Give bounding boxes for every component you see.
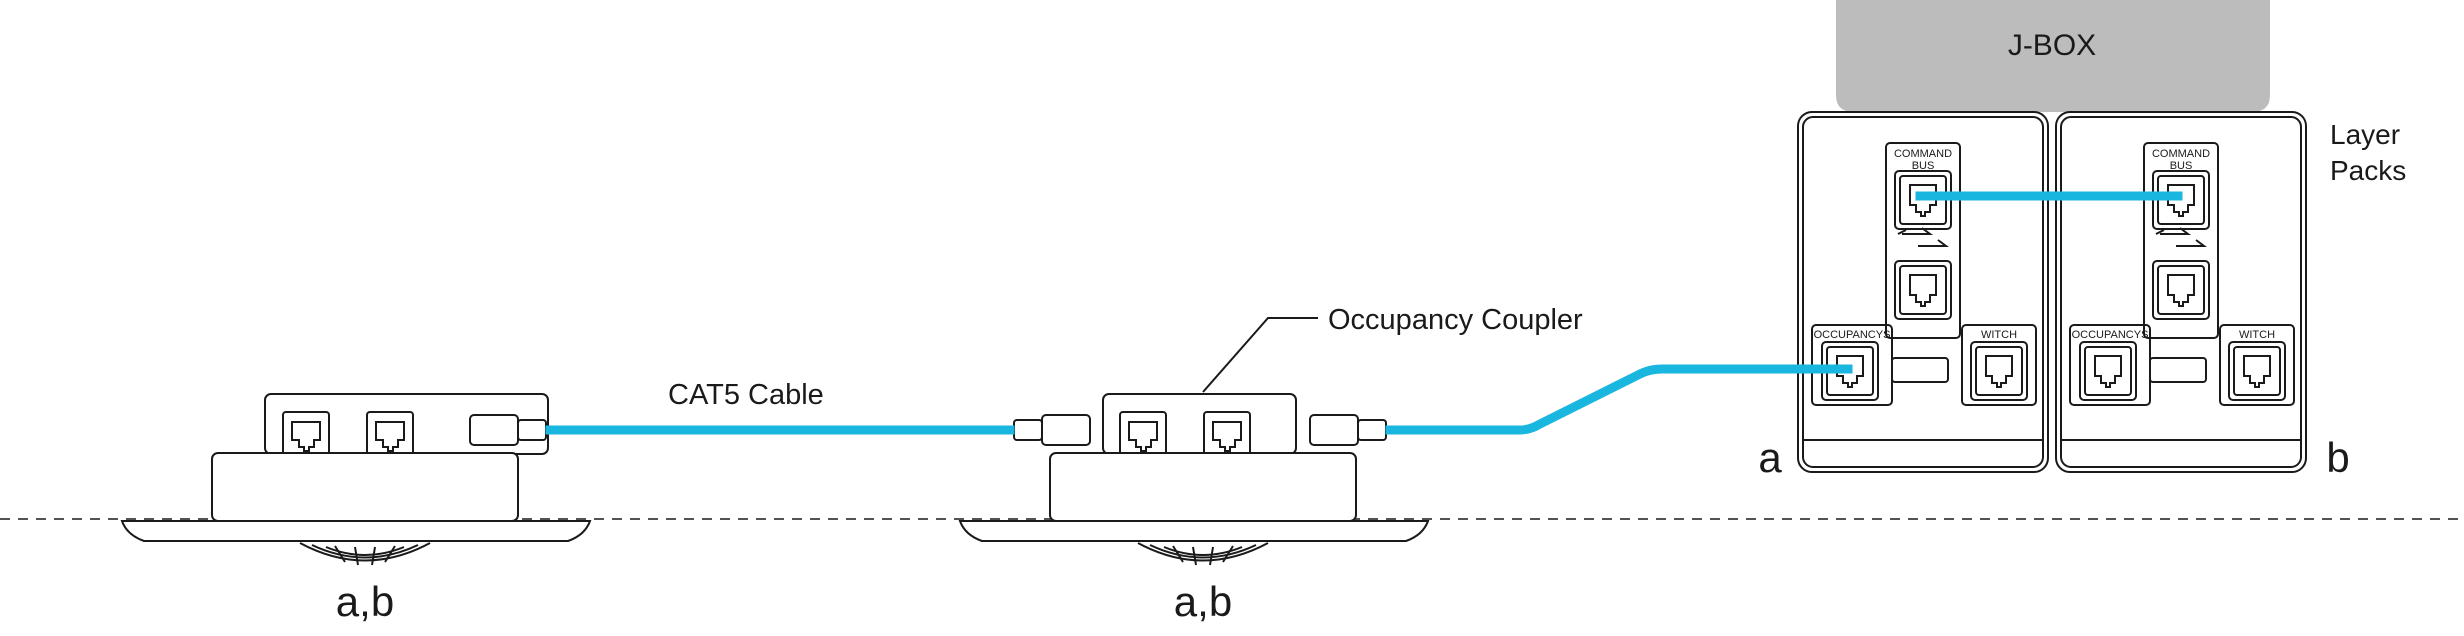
occupancy-coupler-label: Occupancy Coupler	[1328, 304, 1583, 336]
cable-plug-3	[1309, 414, 1387, 446]
switch-label: WITCH	[2239, 329, 2275, 341]
switch-port	[1970, 341, 2028, 401]
bidirectional-arrows-icon	[1897, 227, 1949, 247]
sensor-2-tag: a,b	[1174, 578, 1232, 625]
layer-pack-b: COMMAND BUS OCCUPANCYS WITCH	[2055, 111, 2307, 473]
layer-packs-label-line2: Packs	[2330, 155, 2406, 186]
cable-plug-2	[1013, 414, 1091, 446]
sensor-flange-1	[120, 520, 592, 542]
svg-text:BUS: BUS	[2170, 160, 2193, 172]
occupancy-label: OCCUPANCYS	[2072, 329, 2149, 341]
jbox-label: J-BOX	[2008, 29, 2096, 62]
svg-text:BUS: BUS	[1912, 160, 1935, 172]
occupancy-sensor-2	[958, 393, 1430, 566]
layer-pack-b-tag: b	[2326, 434, 2349, 481]
layer-pack-a-tag: a	[1758, 434, 1782, 481]
cat5-cable-2	[1385, 364, 1853, 435]
sensor-body-2	[1049, 452, 1357, 522]
occupancy-label: OCCUPANCYS	[1814, 329, 1891, 341]
bidirectional-arrows-icon	[2155, 227, 2207, 247]
cable-plug-1	[469, 414, 547, 446]
layer-packs-label-line1: Layer	[2330, 119, 2400, 150]
switch-port	[2228, 341, 2286, 401]
occupancy-port	[2079, 341, 2137, 401]
command-bus-label: COMMAND	[2152, 148, 2210, 160]
coupler-leader-line	[1202, 317, 1318, 393]
command-bus-port-2	[1894, 260, 1952, 320]
jbox	[1836, 0, 2270, 112]
command-bus-port-2	[2152, 260, 2210, 320]
cat5-cable-label: CAT5 Cable	[668, 379, 824, 411]
layer-pack-a: COMMAND BUS OCCUPANCYS WITCH	[1797, 111, 2049, 473]
command-bus-label: COMMAND	[1894, 148, 1952, 160]
sensor-flange-2	[958, 520, 1430, 542]
switch-label: WITCH	[1981, 329, 2017, 341]
sensor-1-tag: a,b	[336, 578, 394, 625]
sensor-body-1	[211, 452, 519, 522]
